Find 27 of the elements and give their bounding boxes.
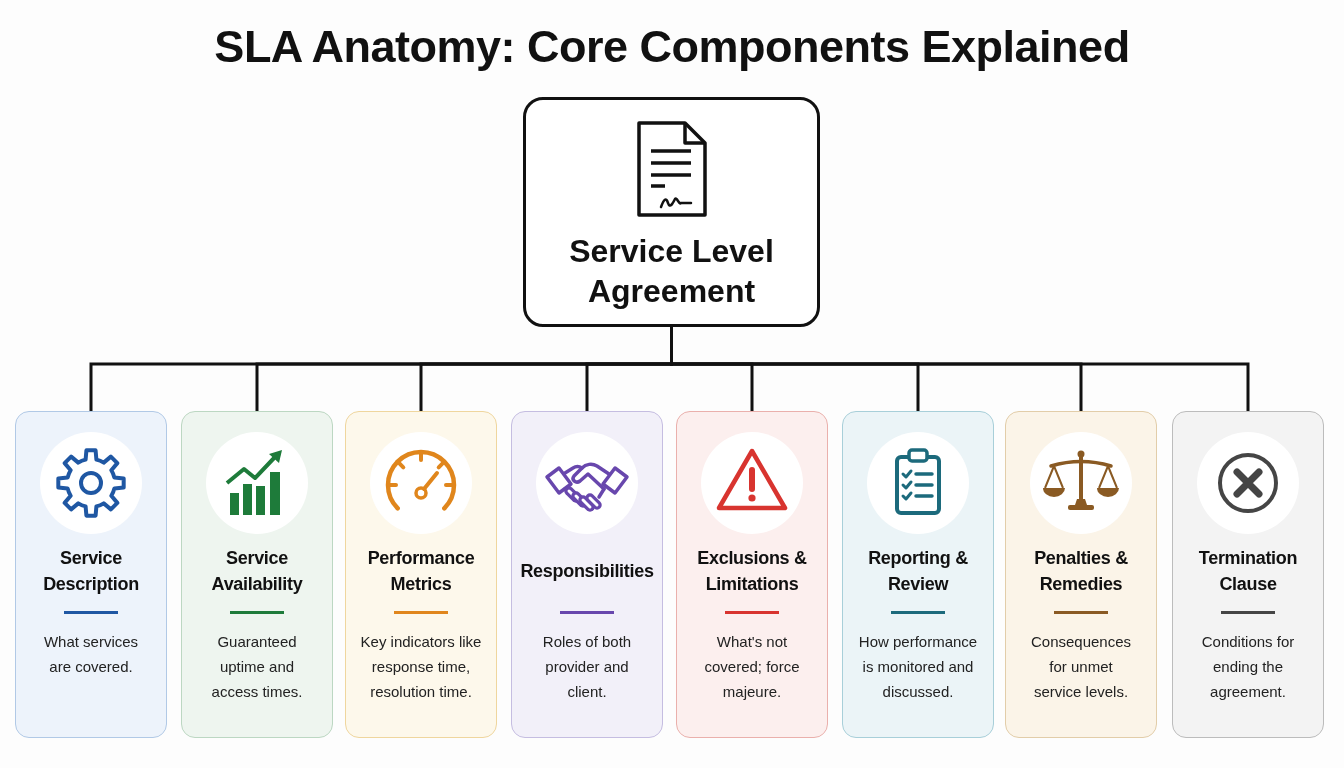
card-description: What's not covered; force majeure. (703, 632, 801, 702)
card-heading: Service Description (42, 547, 140, 596)
component-card (676, 411, 828, 738)
component-card (345, 411, 497, 738)
component-card (511, 411, 663, 738)
card-heading: Exclusions & Limitations (696, 547, 808, 596)
component-card (181, 411, 333, 738)
card-description: How performance is monitored and discussed. (857, 632, 979, 702)
card-heading: Service Availability (210, 547, 304, 596)
agreement-box (523, 97, 820, 327)
root-title: Service Level Agreement (568, 232, 775, 311)
component-card (842, 411, 994, 738)
card-description: Consequences for unmet service levels. (1029, 632, 1133, 702)
card-description: Roles of both provider and client. (541, 632, 633, 702)
card-heading: Penalties & Remedies (1033, 547, 1129, 596)
component-card (15, 411, 167, 738)
component-card (1172, 411, 1324, 738)
card-heading: Termination Clause (1197, 547, 1299, 596)
card-description: Key indicators like response time, resolution time. (359, 632, 483, 702)
card-description: Guaranteed uptime and access times. (210, 632, 304, 702)
card-heading: Performance Metrics (366, 547, 476, 596)
diagram-title: SLA Anatomy: Core Components Explained (214, 20, 1130, 74)
card-heading: Responsibilities (520, 560, 654, 583)
card-heading: Reporting & Review (867, 547, 969, 596)
component-card (1005, 411, 1157, 738)
card-description: Conditions for ending the agreement. (1200, 632, 1296, 702)
card-description: What services are covered. (42, 632, 140, 677)
